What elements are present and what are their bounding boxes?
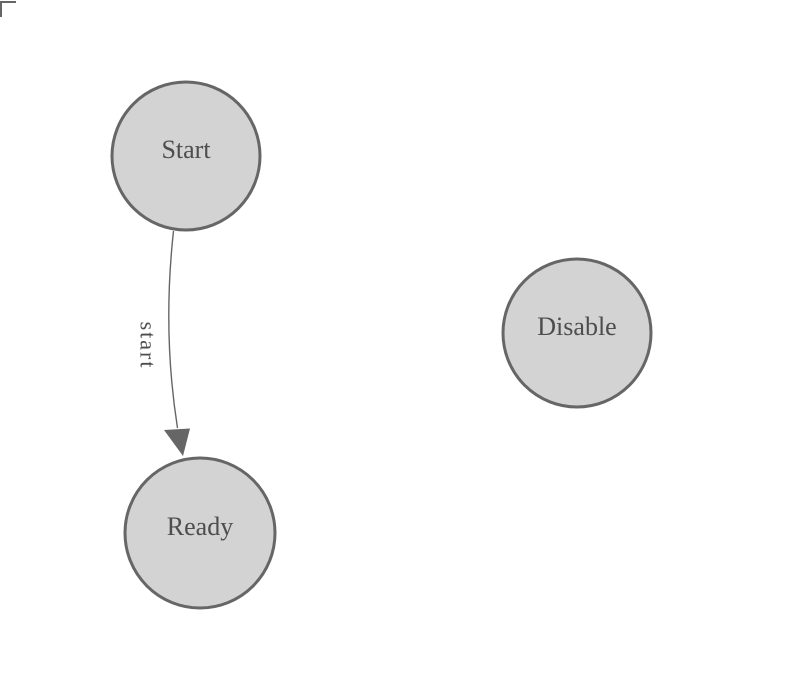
state-node-start-circle[interactable] xyxy=(110,80,262,232)
state-node-start: Start xyxy=(110,80,262,232)
state-node-disable: Disable xyxy=(501,257,653,409)
edge-label-start[interactable]: start xyxy=(136,322,161,370)
state-node-ready-circle[interactable] xyxy=(123,456,277,610)
state-node-disable-circle[interactable] xyxy=(501,257,653,409)
transition-edge-start-to-ready: start xyxy=(136,230,190,456)
edge-path-start-to-ready[interactable] xyxy=(168,230,179,429)
state-node-ready: Ready xyxy=(123,456,277,610)
edge-arrowhead-icon xyxy=(164,428,190,456)
canvas-corner-mark xyxy=(0,1,16,17)
